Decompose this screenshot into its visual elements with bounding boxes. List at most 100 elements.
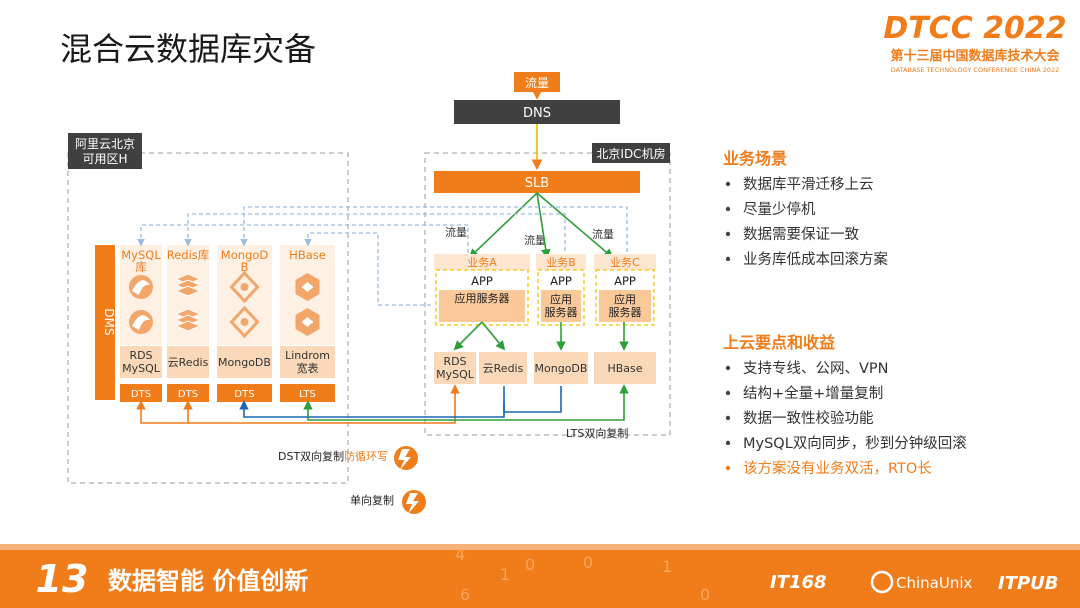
ali-region [67,152,349,484]
section-item: 数据一致性校验功能 [743,410,874,427]
slb-box: SLB [434,171,640,193]
business-app-frame [595,269,655,326]
idc-db-box: 云Redis [479,352,527,384]
ali-column-name: Redis库 [167,248,210,262]
ali-sync-label: DTS [234,389,254,400]
single-legend: 单向复制 [350,490,426,514]
logo-main: DTCC 2022 [883,11,1066,46]
lts-repl-line [303,384,629,421]
page-title: 混合云数据库灾备 [60,30,316,68]
section-item: 支持专线、公网、VPN [743,360,889,377]
idc-region [424,152,671,436]
decor-digit: 1 [662,557,672,576]
ali-db-label: Lindrom [285,349,330,362]
idc-db-bg [434,352,476,384]
idc-db-bg [594,352,656,384]
dns-label: DNS [523,106,551,121]
dms-link-line [184,213,566,254]
ali-label-text: 阿里云北京 [75,137,135,151]
lightning-cloud-icon [394,446,418,470]
idc-db-bg [534,352,588,384]
section-item: MySQL双向同步，秒到分钟级回滚 [743,435,967,452]
idc-db-label: MySQL [436,368,475,381]
chinaunix-logo [870,570,894,594]
ali-db-bg [280,346,335,378]
ali-db-bg [167,346,209,378]
business-header-bg [536,254,586,270]
app-server-bg [599,290,651,322]
idc-db-label: 云Redis [483,362,524,375]
hbase-icon [295,308,320,336]
decor-digit: 0 [700,585,710,604]
traffic-in-label: 流量 [525,76,549,90]
business-name: 业务A [467,256,497,269]
app-server-label: 应用服务器 [455,291,510,305]
section-title: 业务场景 [723,149,787,168]
partner-it168: IT168 [770,572,827,593]
dms-link-line [304,232,434,306]
bullet-dot [725,415,731,421]
slb-to-business-arrow [536,192,614,259]
lightning-cloud-icon [402,490,426,514]
single-repl-line [503,386,562,413]
flow-label: 流量 [524,233,546,247]
dms-bar: DMS [95,245,116,400]
mongo-icon [229,305,260,339]
section-item: 结构+全量+增量复制 [743,384,883,402]
app-server-label: 服务器 [609,306,642,319]
server-to-db-arrow [481,321,506,351]
idc-label-text: 北京IDC机房 [596,146,665,161]
dst-legend: DST双向复制防循环写 [278,446,418,470]
dms-label: DMS [102,308,116,335]
logo-cn: 第十三届中国数据库技术大会 [890,48,1060,64]
idc-db-box: HBase [594,352,656,384]
flow-label: 流量 [592,227,614,241]
dst-label: DST双向复制防循环写 [278,449,388,463]
stack-icon [174,273,202,297]
ali-label-bg [68,133,142,169]
stack-icon [174,308,202,332]
section-item: 数据需要保证一致 [743,226,859,243]
section-item: 数据库平滑迁移上云 [743,176,874,193]
business-app-label: APP [614,274,636,288]
business-app-label: APP [550,274,572,288]
dns-bg [454,100,620,124]
ali-db-label: 宽表 [297,361,319,375]
dolphin-icon [129,275,153,299]
app-server-label: 服务器 [545,306,578,319]
section-item: 业务库低成本回滚方案 [743,250,888,268]
decor-digit: 6 [460,585,470,604]
idc-region-label: 北京IDC机房 [592,143,670,163]
app-server-bg [439,290,525,322]
bullet-dot [725,365,731,371]
ali-db-label: 云Redis [168,356,209,369]
idc-db-label: RDS [443,355,466,368]
bullet-dot [725,465,731,471]
bullet-dot [725,256,731,262]
lts-label: LTS双向复制 [566,426,628,440]
traffic-in-bg [514,72,560,92]
dst-label-prefix: DST双向复制 [278,449,344,463]
ali-column-name: B [241,260,249,274]
idc-db-bg [479,352,527,384]
decor-digit: 1 [500,565,510,584]
bullet-dot [725,231,731,237]
ali-label-text: 可用区H [82,152,127,166]
section-title: 上云要点和收益 [723,333,835,352]
ali-column-name: 库 [135,260,147,274]
ali-column-name: MySQL [121,248,161,262]
dns-box: DNS [454,100,620,124]
idc-db-box: MongoDB [534,352,588,384]
